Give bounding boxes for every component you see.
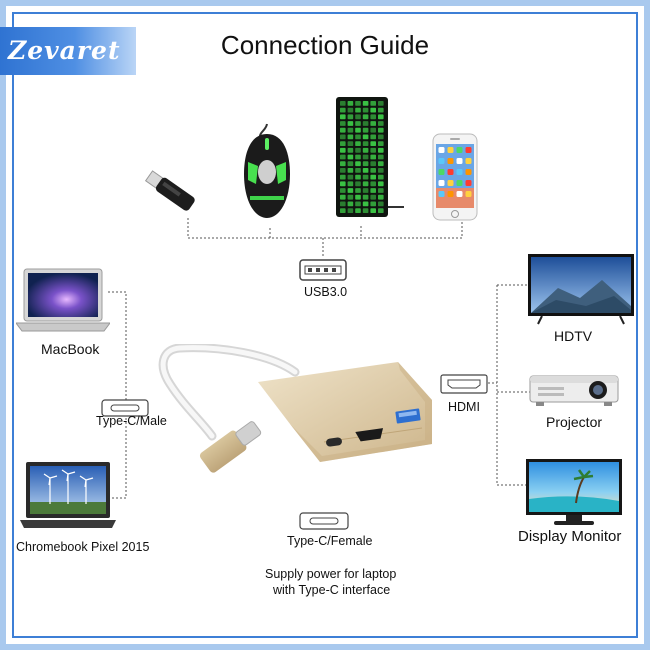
gaming-mouse-icon <box>244 123 290 218</box>
monitor-icon <box>526 459 622 525</box>
type-c-male-label: Type-C/Male <box>96 414 167 428</box>
macbook-label: MacBook <box>41 341 100 357</box>
supply-note-line2: with Type-C interface <box>273 583 391 597</box>
brand-name: Zevaret <box>8 36 121 65</box>
hdmi-port-icon <box>440 374 488 394</box>
projector-icon <box>529 375 619 406</box>
hdtv-label: HDTV <box>554 328 593 344</box>
type-c-male-port-icon <box>101 399 149 417</box>
chromebook-label: Chromebook Pixel 2015 <box>16 540 150 554</box>
supply-note-line1: Supply power for laptop <box>265 567 397 581</box>
monitor-label: Display Monitor <box>518 528 622 545</box>
hdmi-label: HDMI <box>448 400 480 414</box>
projector-label: Projector <box>546 414 603 430</box>
hdtv-icon <box>528 254 634 325</box>
usb-flash-drive-icon <box>144 170 195 211</box>
chromebook-icon <box>20 462 116 528</box>
smartphone-icon <box>432 133 478 221</box>
type-c-female-port-icon <box>299 512 349 530</box>
usb-label: USB3.0 <box>304 285 348 299</box>
inner-frame <box>12 12 638 638</box>
brand-logo: Zevaret <box>0 27 136 75</box>
usb-c-hub-icon <box>158 344 432 473</box>
keyboard-icon <box>336 97 404 217</box>
usb-port-icon <box>299 259 347 281</box>
page-title: Connection Guide <box>220 30 430 60</box>
macbook-icon <box>16 268 110 332</box>
type-c-female-label: Type-C/Female <box>287 534 373 548</box>
